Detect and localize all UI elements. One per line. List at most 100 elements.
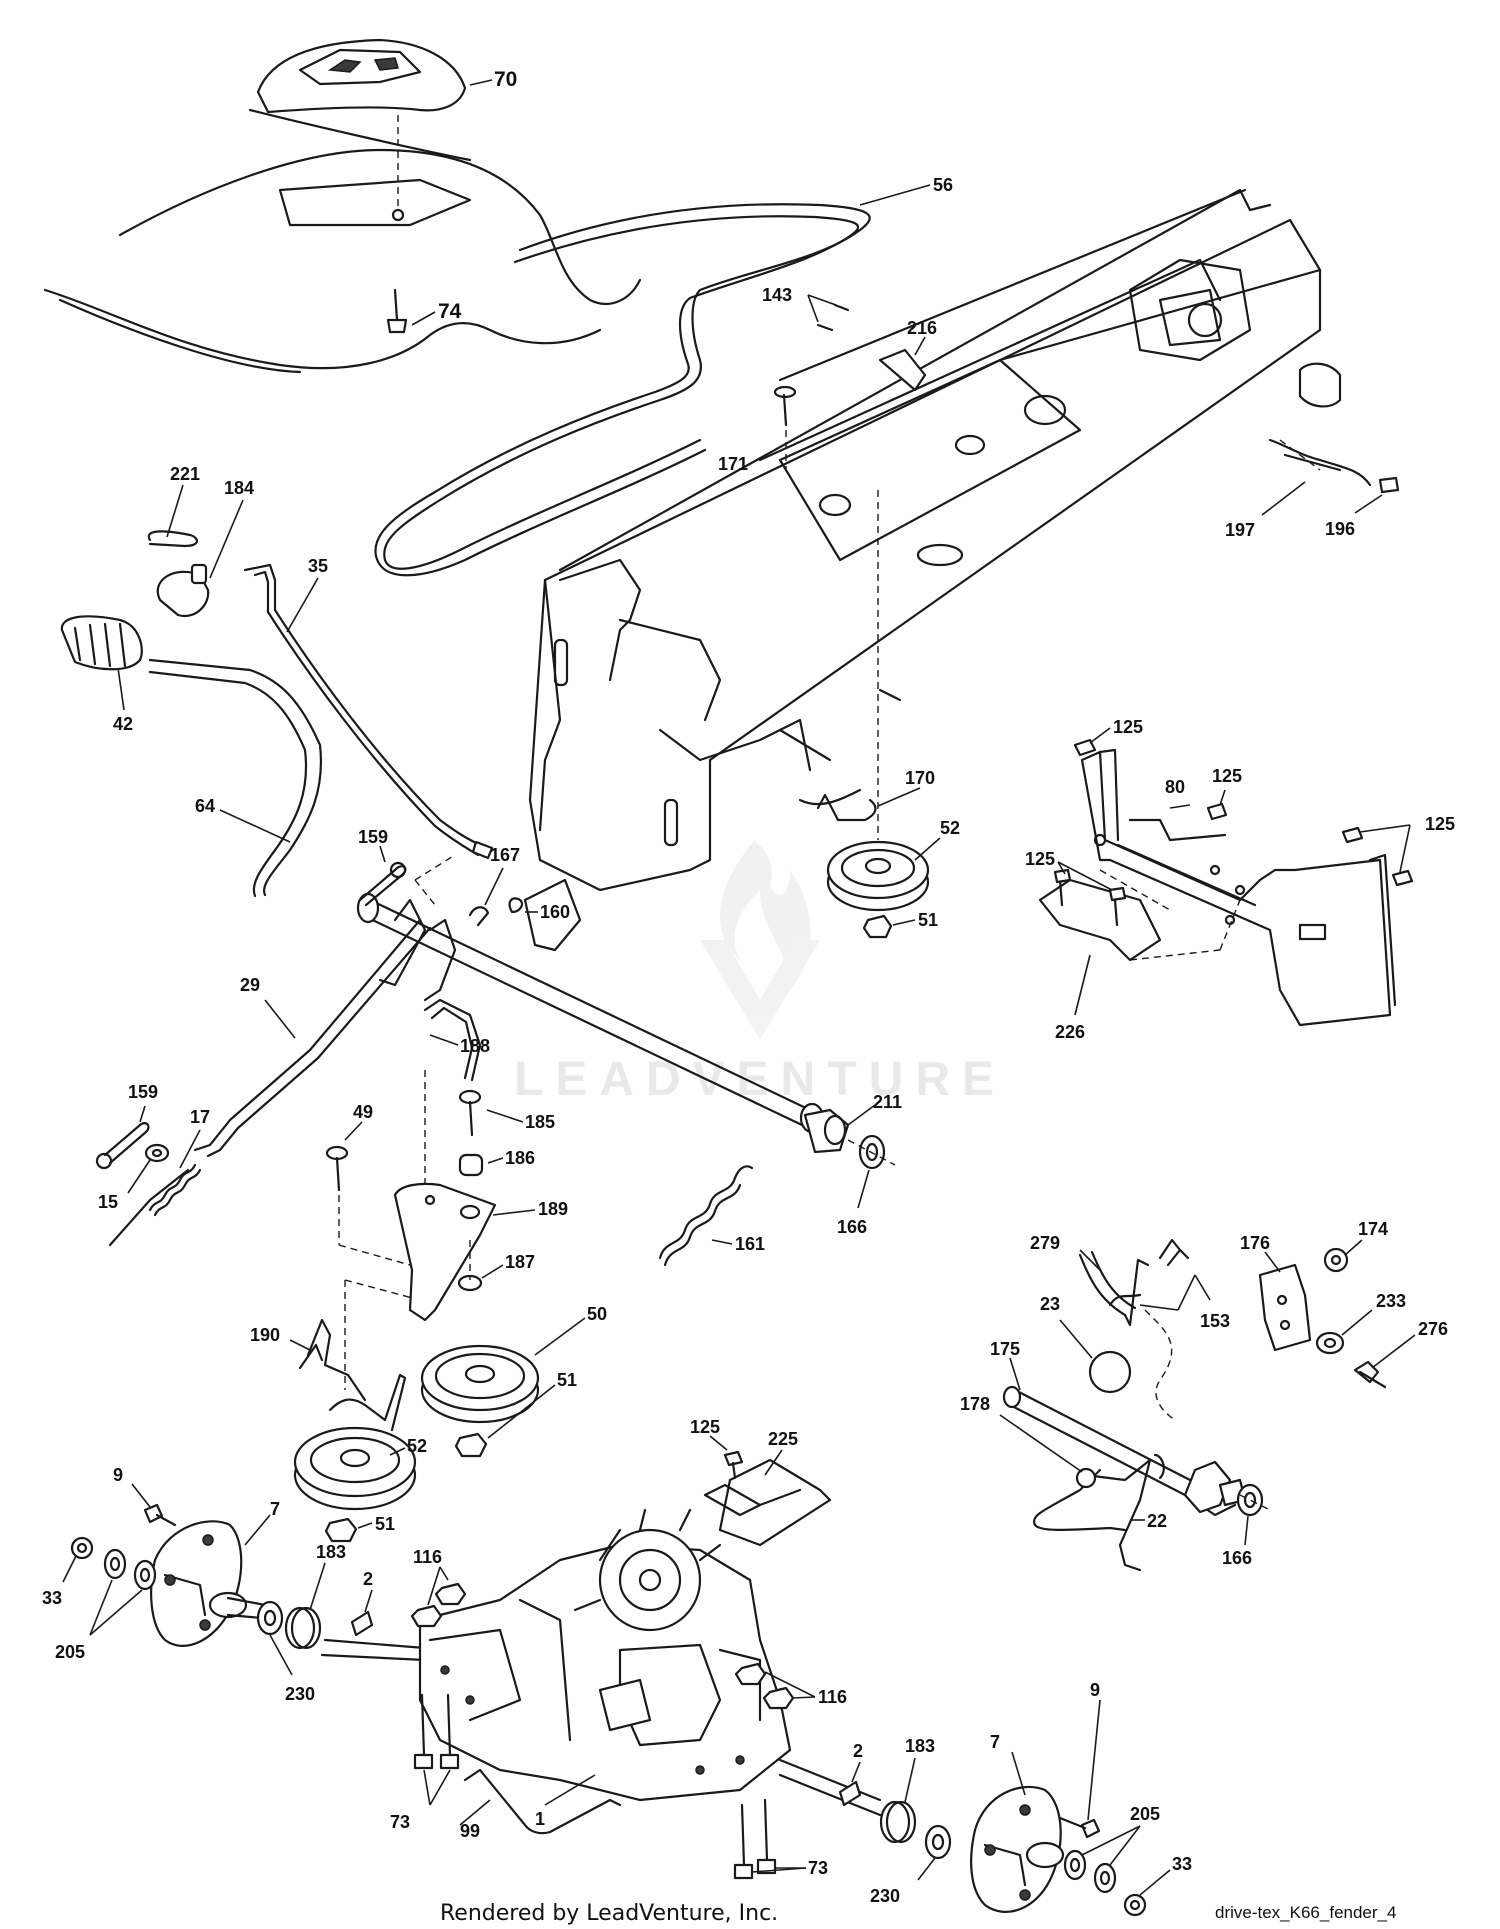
callout-22: 22 <box>1147 1511 1167 1531</box>
callout-15: 15 <box>98 1192 118 1212</box>
left-hub-group: 9 7 33 205 230 183 2 <box>42 1465 374 1704</box>
callout-51-lower: 51 <box>375 1514 395 1534</box>
callout-205-left: 205 <box>55 1642 85 1662</box>
callout-190: 190 <box>250 1325 280 1345</box>
diagram-file-name: drive-tex_K66_fender_4 <box>1215 1903 1396 1922</box>
callout-197: 197 <box>1225 520 1255 540</box>
callout-167: 167 <box>490 845 520 865</box>
brake-rod-group: 279 153 176 174 233 276 23 <box>1030 1219 1448 1421</box>
bolt-49 <box>325 1145 349 1192</box>
callout-49: 49 <box>353 1102 373 1122</box>
callout-70: 70 <box>494 68 517 91</box>
callout-42: 42 <box>113 714 133 734</box>
callout-186: 186 <box>505 1148 535 1168</box>
rod-197: 197 196 <box>1225 438 1400 540</box>
rod-29: 29 <box>193 918 432 1158</box>
callout-51-mid: 51 <box>557 1370 577 1390</box>
pulley-50: 50 51 <box>420 1304 607 1458</box>
cross-shaft: 211 166 <box>356 878 902 1237</box>
callout-279: 279 <box>1030 1233 1060 1253</box>
callout-23: 23 <box>1040 1294 1060 1314</box>
callout-171: 171 <box>718 454 748 474</box>
callout-125-c: 125 <box>1425 814 1455 834</box>
pin-clip-group-upper: 159 167 160 <box>358 827 570 927</box>
transaxle-1: 1 <box>320 1508 882 1829</box>
callout-125-b: 125 <box>1212 766 1242 786</box>
bolt-125-c <box>1341 826 1414 887</box>
leadventure-watermark: LEADVENTURE <box>514 840 1006 1106</box>
knob-clip-group: 221 184 <box>147 464 254 618</box>
callout-226: 226 <box>1055 1022 1085 1042</box>
bolts-73: 73 73 <box>390 1693 828 1880</box>
rod-99: 99 <box>459 1768 622 1841</box>
callout-125-a: 125 <box>1113 717 1143 737</box>
callout-125-d: 125 <box>1025 849 1055 869</box>
callout-52-lower: 52 <box>407 1436 427 1456</box>
callout-99: 99 <box>460 1821 480 1841</box>
callout-185: 185 <box>525 1112 555 1132</box>
screw-9-left <box>143 1503 177 1527</box>
callout-80: 80 <box>1165 777 1185 797</box>
brake-shaft-group: 175 178 22 166 <box>960 1339 1271 1572</box>
watermark-text: LEADVENTURE <box>514 1053 1006 1106</box>
nuts-116: 116 116 <box>410 1547 847 1710</box>
callout-51-upper: 51 <box>918 910 938 930</box>
rod-188: 188 <box>423 998 490 1082</box>
footer-credit: Rendered by LeadVenture, Inc. <box>440 1901 778 1926</box>
rod-35: 35 <box>243 556 494 860</box>
callout-52-upper: 52 <box>940 818 960 838</box>
flame-logo-icon <box>700 840 820 1040</box>
bolt-125-e <box>1108 886 1127 927</box>
callout-166-lower: 166 <box>1222 1548 1252 1568</box>
callout-166-upper: 166 <box>837 1217 867 1237</box>
callout-188: 188 <box>460 1036 490 1056</box>
callout-7-right: 7 <box>990 1732 1000 1752</box>
callout-153: 153 <box>1200 1311 1230 1331</box>
brake-bracket-group: 143 216 171 <box>718 285 937 474</box>
callout-161: 161 <box>735 1234 765 1254</box>
callout-17: 17 <box>190 1107 210 1127</box>
tractor-frame <box>528 188 1342 892</box>
callout-159-lower: 159 <box>128 1082 158 1102</box>
callout-35: 35 <box>308 556 328 576</box>
callout-116-lower: 116 <box>818 1687 847 1707</box>
callout-276: 276 <box>1418 1319 1448 1339</box>
callout-175: 175 <box>990 1339 1020 1359</box>
callout-50: 50 <box>587 1304 607 1324</box>
pulley-52-upper: 170 52 51 <box>816 490 960 939</box>
idler-bracket-group: 49 185 186 189 187 <box>325 1070 568 1390</box>
callout-7-left: 7 <box>270 1499 280 1519</box>
callout-73-left: 73 <box>390 1812 410 1832</box>
callout-233: 233 <box>1376 1291 1406 1311</box>
spring-clip-group-lower: 159 15 17 <box>95 1082 210 1247</box>
callout-143: 143 <box>762 285 792 305</box>
callout-116-upper: 116 <box>413 1547 442 1567</box>
callout-230-left: 230 <box>285 1684 315 1704</box>
bolt-125-b <box>1206 802 1228 821</box>
pulley-52-lower: 52 51 <box>293 1426 427 1543</box>
callout-56: 56 <box>933 175 953 195</box>
callout-216: 216 <box>907 318 937 338</box>
screw-74 <box>386 288 408 334</box>
callout-2-left: 2 <box>363 1569 373 1589</box>
bolt-125-f <box>723 1450 744 1480</box>
callout-160: 160 <box>540 902 570 922</box>
right-hub-group: 2 183 230 7 9 205 33 <box>838 1680 1192 1917</box>
callout-33-left: 33 <box>42 1588 62 1608</box>
callout-183-right: 183 <box>905 1736 935 1756</box>
callout-174: 174 <box>1358 1219 1388 1239</box>
callout-73-right: 73 <box>808 1858 828 1878</box>
callout-9-right: 9 <box>1090 1680 1100 1700</box>
callout-221: 221 <box>170 464 200 484</box>
callout-183-left: 183 <box>316 1542 346 1562</box>
bolt-171 <box>773 385 797 427</box>
bolt-185 <box>458 1089 482 1137</box>
callout-189: 189 <box>538 1199 568 1219</box>
lower-idler-group: 190 <box>250 1318 407 1432</box>
bolt-125-a <box>1073 738 1097 757</box>
lever-grip-42: 42 <box>60 615 143 734</box>
callout-196: 196 <box>1325 519 1355 539</box>
callout-33-right: 33 <box>1172 1854 1192 1874</box>
front-bracket-group: 125 125 125 80 125 226 <box>1025 717 1455 1042</box>
